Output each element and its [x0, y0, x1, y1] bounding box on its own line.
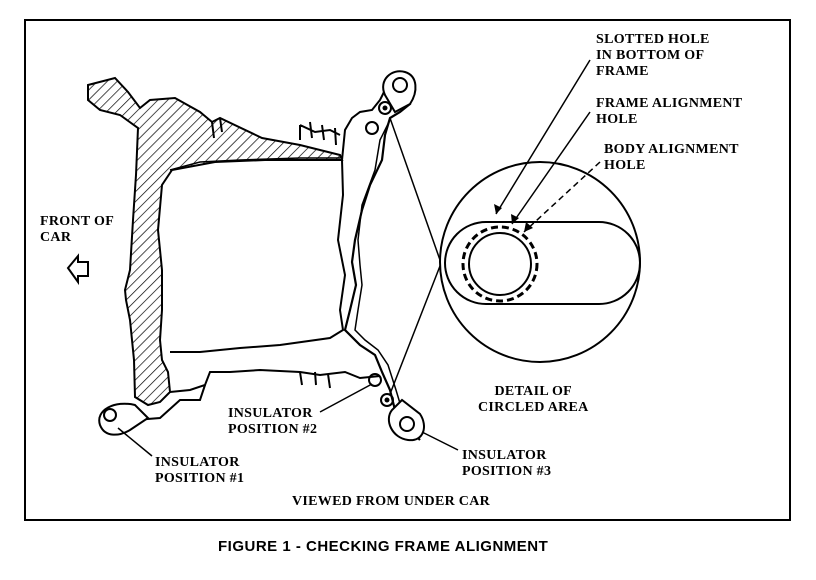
frame-right-rail-inner: [354, 119, 403, 411]
alignment-hole-top: [378, 101, 392, 115]
insulator-2-mark: [368, 373, 382, 387]
mount-bottom-right: [387, 398, 425, 442]
frame-alignment-hole-label: FRAME ALIGNMENT HOLE: [596, 96, 743, 127]
front-of-car-label: FRONT OF CAR: [40, 214, 115, 245]
insulator-1-label: INSULATOR POSITION #1: [155, 455, 245, 486]
top-brackets: [211, 117, 341, 146]
body-alignment-hole-label: BODY ALIGNMENT HOLE: [604, 142, 739, 173]
insulator-top-right: [365, 121, 379, 135]
detail-label: DETAIL OF CIRCLED AREA: [478, 384, 589, 415]
mount-bottom-left: [98, 402, 150, 436]
leader-insulator-1: [117, 427, 153, 457]
leader-insulator-2: [319, 383, 373, 413]
detail-line-top: [389, 117, 441, 261]
insulator-1-mark: [103, 408, 117, 422]
frame-alignment-hole-shape: [468, 232, 532, 296]
frame-left-rail: [87, 76, 344, 407]
leader-slotted-hole: [495, 59, 591, 215]
insulator-2-label: INSULATOR POSITION #2: [228, 406, 318, 437]
leader-insulator-3: [421, 431, 459, 451]
frame-right-edge: [170, 89, 386, 353]
front-arrow-icon: [66, 253, 89, 286]
frame-lower-contour: [169, 368, 381, 393]
arrowhead-slotted: [494, 204, 502, 214]
leader-frame-hole: [511, 111, 591, 225]
view-note: VIEWED FROM UNDER CAR: [292, 494, 491, 509]
figure-border: [24, 19, 791, 521]
slotted-hole-shape: [444, 221, 641, 305]
mount-hole-top-right: [392, 77, 408, 93]
alignment-hole-bottom: [380, 393, 394, 407]
alignment-hole-bottom-center: [384, 397, 390, 403]
frame-right-rail: [343, 75, 421, 441]
bottom-brackets: [134, 371, 331, 421]
frame-inner-top: [169, 157, 340, 171]
insulator-3-label: INSULATOR POSITION #3: [462, 448, 552, 479]
mount-hole-bottom-right: [399, 416, 415, 432]
leader-body-hole: [523, 161, 601, 233]
slotted-hole-label: SLOTTED HOLE IN BOTTOM OF FRAME: [596, 32, 710, 79]
body-alignment-hole-shape: [461, 225, 539, 303]
arrowhead-frame: [511, 214, 519, 224]
arrowhead-body: [524, 222, 533, 232]
figure-caption: FIGURE 1 - CHECKING FRAME ALIGNMENT: [218, 538, 549, 555]
alignment-hole-top-center: [382, 105, 388, 111]
detail-line-bottom: [389, 265, 441, 395]
